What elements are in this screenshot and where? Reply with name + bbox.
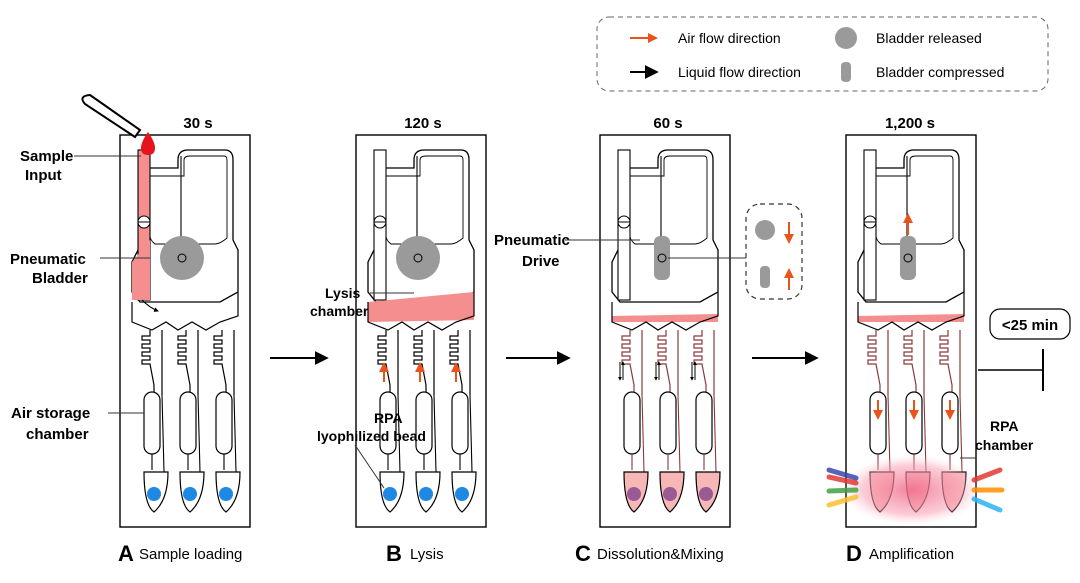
- bladder-released-icon: [396, 236, 440, 280]
- legend-liquid-flow: Liquid flow direction: [678, 64, 801, 80]
- rpa-bead-dissolved-icon: [699, 487, 713, 501]
- legend-air-flow: Air flow direction: [678, 30, 781, 46]
- light-ray: [971, 496, 1003, 513]
- label-pneumatic-bladder-1: Pneumatic: [10, 251, 86, 268]
- air-storage-chamber: [451, 391, 469, 455]
- air-storage-chamber: [143, 391, 161, 455]
- bladder-compressed-icon: [900, 236, 916, 280]
- label-lysis-1: Lysis: [325, 285, 360, 301]
- blood-drop-icon: [141, 132, 155, 155]
- legend-bladder-compressed: Bladder compressed: [876, 64, 1004, 80]
- caption-name-a: Sample loading: [139, 546, 242, 563]
- bladder-state-inset: [668, 203, 803, 300]
- bladder-released-icon: [160, 236, 204, 280]
- air-storage-chamber: [215, 391, 233, 455]
- air-storage-chamber: [179, 391, 197, 455]
- caption-name-b: Lysis: [410, 546, 444, 563]
- label-pneumatic-drive-2: Drive: [522, 253, 560, 270]
- chip-panel-c: [599, 134, 731, 528]
- pipette-icon: [81, 93, 142, 139]
- air-storage-chamber: [415, 391, 433, 455]
- label-rpa-chamber-2: chamber: [975, 437, 1034, 453]
- sample-flow-arrow-icon: [141, 299, 159, 312]
- rpa-bead-icon: [147, 487, 161, 501]
- legend-frame: [596, 16, 1049, 92]
- rpa-bead-dissolved-icon: [663, 487, 677, 501]
- caption-letter-b: B: [386, 541, 402, 566]
- serpentine-channel: [377, 330, 391, 392]
- label-sample-input-2: Input: [25, 167, 62, 184]
- caption-letter-c: C: [575, 541, 591, 566]
- rpa-bead-dissolved-icon: [627, 487, 641, 501]
- rpa-bead-icon: [183, 487, 197, 501]
- label-lysis-2: chamber: [310, 303, 369, 319]
- label-pneumatic-drive-1: Pneumatic: [494, 232, 570, 249]
- lysis-fill: [368, 292, 474, 322]
- chip-panel-a: [119, 134, 251, 528]
- air-storage-chamber: [695, 391, 713, 455]
- fluorescence-glow: [842, 455, 982, 525]
- bladder-compressed-icon: [654, 236, 670, 280]
- rpa-bead-icon: [419, 487, 433, 501]
- inset-bladder-compressed-icon: [760, 266, 770, 288]
- legend: Air flow direction Liquid flow direction…: [596, 16, 1049, 92]
- rpa-bead-icon: [455, 487, 469, 501]
- caption-letter-a: A: [118, 541, 134, 566]
- label-rpa-bead-2: lyophilized bead: [317, 428, 426, 444]
- legend-bladder-released: Bladder released: [876, 30, 982, 46]
- caption-name-c: Dissolution&Mixing: [597, 546, 724, 563]
- serpentine-channel: [903, 330, 917, 392]
- serpentine-channel: [213, 330, 227, 392]
- caption-letter-d: D: [846, 541, 862, 566]
- light-ray: [826, 494, 859, 508]
- rpa-bead-icon: [219, 487, 233, 501]
- bladder-released-icon: [835, 27, 857, 49]
- serpentine-channel: [939, 330, 953, 392]
- time-panel-b: 120 s: [404, 115, 442, 132]
- label-air-storage-1: Air storage: [11, 405, 90, 422]
- serpentine-channel: [867, 330, 881, 392]
- total-time-indicator: <25 min: [978, 308, 1071, 391]
- label-rpa-bead-1: RPA: [374, 410, 403, 426]
- time-panel-c: 60 s: [653, 115, 682, 132]
- chip-panel-b: [355, 134, 487, 528]
- inset-bladder-released-icon: [755, 220, 775, 240]
- air-storage-chamber: [659, 391, 677, 455]
- leader-rpa-bead: [354, 444, 385, 489]
- chip-panel-d: [842, 134, 982, 528]
- total-time-box: [989, 308, 1071, 340]
- label-air-storage-2: chamber: [26, 426, 89, 443]
- label-rpa-chamber-1: RPA: [990, 418, 1019, 434]
- serpentine-channel: [141, 330, 155, 392]
- serpentine-channel: [449, 330, 463, 392]
- air-storage-chamber: [623, 391, 641, 455]
- light-ray: [826, 487, 859, 494]
- label-sample-input-1: Sample: [20, 148, 73, 165]
- light-ray: [826, 474, 859, 486]
- rpa-bead-icon: [383, 487, 397, 501]
- light-ray: [826, 467, 859, 481]
- light-ray: [971, 467, 1003, 483]
- label-pneumatic-bladder-2: Bladder: [32, 270, 88, 287]
- serpentine-channel: [177, 330, 191, 392]
- serpentine-channel: [413, 330, 427, 392]
- caption-name-d: Amplification: [869, 546, 954, 563]
- bladder-compressed-icon: [841, 62, 851, 82]
- time-panel-d: 1,200 s: [885, 115, 935, 132]
- total-time-label: <25 min: [1002, 317, 1058, 334]
- time-panel-a: 30 s: [183, 115, 212, 132]
